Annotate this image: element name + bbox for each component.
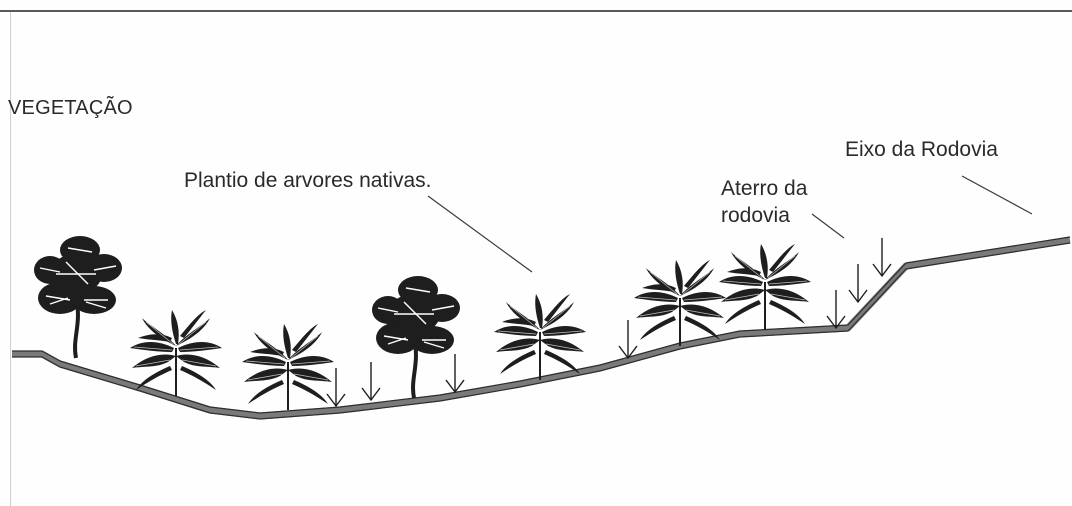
ground-profile-line [12, 236, 1071, 420]
fan-leaf-sapling-icon [633, 259, 727, 347]
plantio-leader-line [427, 195, 533, 273]
fan-leaf-sapling-icon [493, 293, 587, 381]
large-leaf-tree-icon [370, 274, 462, 400]
fan-leaf-sapling-icon [241, 323, 335, 411]
left-border-line [10, 12, 11, 506]
down-arrow-icon [326, 367, 346, 407]
fan-leaf-sapling-icon [129, 309, 223, 397]
large-leaf-tree-icon [32, 234, 124, 360]
aterro-leader-line [811, 213, 845, 239]
down-arrow-icon [848, 263, 868, 303]
eixo-leader-line [961, 175, 1033, 215]
down-arrow-icon [618, 319, 638, 359]
down-arrow-icon [361, 361, 381, 401]
label-eixo: Eixo da Rodovia [845, 138, 998, 161]
down-arrow-icon [445, 353, 465, 393]
down-arrow-icon [872, 237, 892, 277]
down-arrow-icon [826, 289, 846, 329]
label-plantio: Plantio de arvores nativas. [184, 169, 432, 192]
label-aterro-line1: Aterro da [721, 177, 808, 200]
fan-leaf-sapling-icon [718, 243, 812, 331]
label-aterro-line2: rodovia [721, 204, 790, 227]
top-border-line [0, 10, 1072, 12]
page-title: VEGETAÇÃO [8, 97, 133, 119]
